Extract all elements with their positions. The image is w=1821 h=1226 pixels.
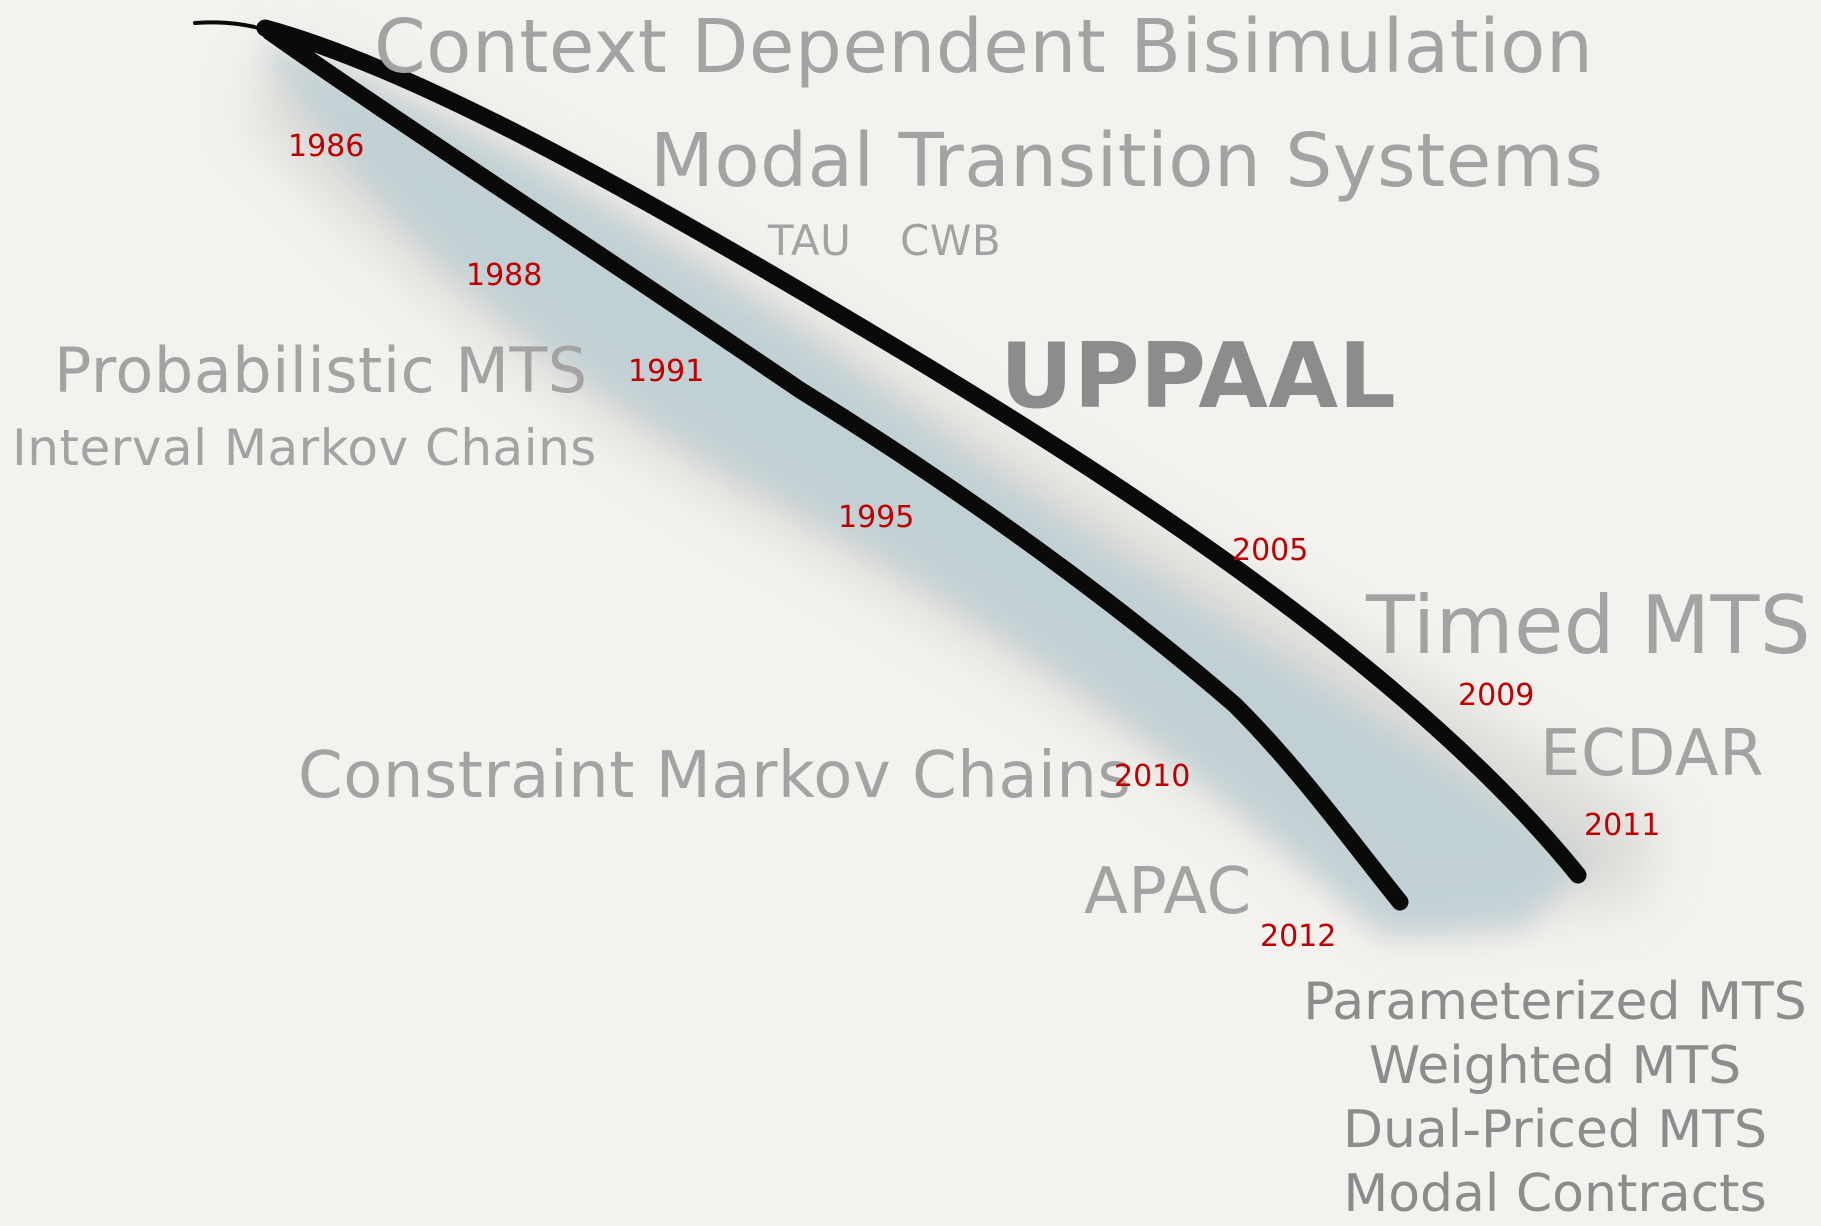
topic-timed-mts: Timed MTS (1366, 586, 1811, 666)
topic-weighted-mts: Weighted MTS (1295, 1034, 1815, 1098)
topic-dual-priced-mts: Dual-Priced MTS (1295, 1098, 1815, 1162)
topic-constraint-markov-chains: Constraint Markov Chains (298, 744, 1131, 808)
tool-cwb: CWB (900, 220, 1001, 262)
recent-topics-list: Parameterized MTS Weighted MTS Dual-Pric… (1295, 970, 1815, 1226)
tool-tau: TAU (768, 220, 851, 262)
tool-apac: APAC (1084, 860, 1252, 924)
topic-interval-markov-chains: Interval Markov Chains (12, 423, 597, 473)
year-1986: 1986 (288, 132, 364, 162)
topic-context-dependent-bisimulation: Context Dependent Bisimulation (374, 10, 1593, 84)
year-1988: 1988 (466, 261, 542, 291)
topic-modal-transition-systems: Modal Transition Systems (650, 124, 1603, 198)
tool-uppaal: UPPAAL (1000, 332, 1396, 422)
topic-probabilistic-mts: Probabilistic MTS (54, 340, 588, 402)
year-1995: 1995 (838, 503, 914, 533)
year-2005: 2005 (1232, 536, 1308, 566)
year-2011: 2011 (1584, 811, 1660, 841)
tool-ecdar: ECDAR (1540, 722, 1764, 786)
topic-modal-contracts: Modal Contracts (1295, 1162, 1815, 1226)
year-1991: 1991 (628, 357, 704, 387)
year-2009: 2009 (1458, 681, 1534, 711)
topic-parameterized-mts: Parameterized MTS (1295, 970, 1815, 1034)
year-2012: 2012 (1260, 922, 1336, 952)
year-2010: 2010 (1114, 762, 1190, 792)
